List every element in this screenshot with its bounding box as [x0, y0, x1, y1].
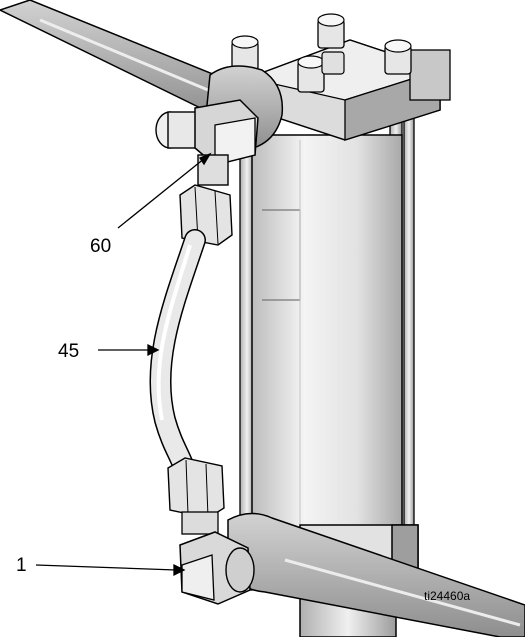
bolt-icon: [321, 51, 345, 75]
lower-hose-nut: [167, 457, 225, 535]
bolt-icon: [317, 13, 345, 49]
hose: [149, 229, 206, 481]
bolt-icon: [384, 39, 412, 75]
bolt-icon: [297, 55, 325, 93]
figure-id: ti24460a: [424, 589, 470, 603]
callout-label: 1: [16, 555, 27, 576]
lower-elbow-fitting: [179, 531, 255, 605]
top-bolts: [231, 13, 412, 93]
upper-elbow-fitting: [155, 99, 259, 186]
callout-label: 60: [90, 236, 111, 257]
callout-leaders: [35, 152, 212, 577]
air-cylinder: [251, 134, 403, 570]
bolt-icon: [231, 35, 259, 71]
callout-label: 45: [58, 341, 79, 362]
